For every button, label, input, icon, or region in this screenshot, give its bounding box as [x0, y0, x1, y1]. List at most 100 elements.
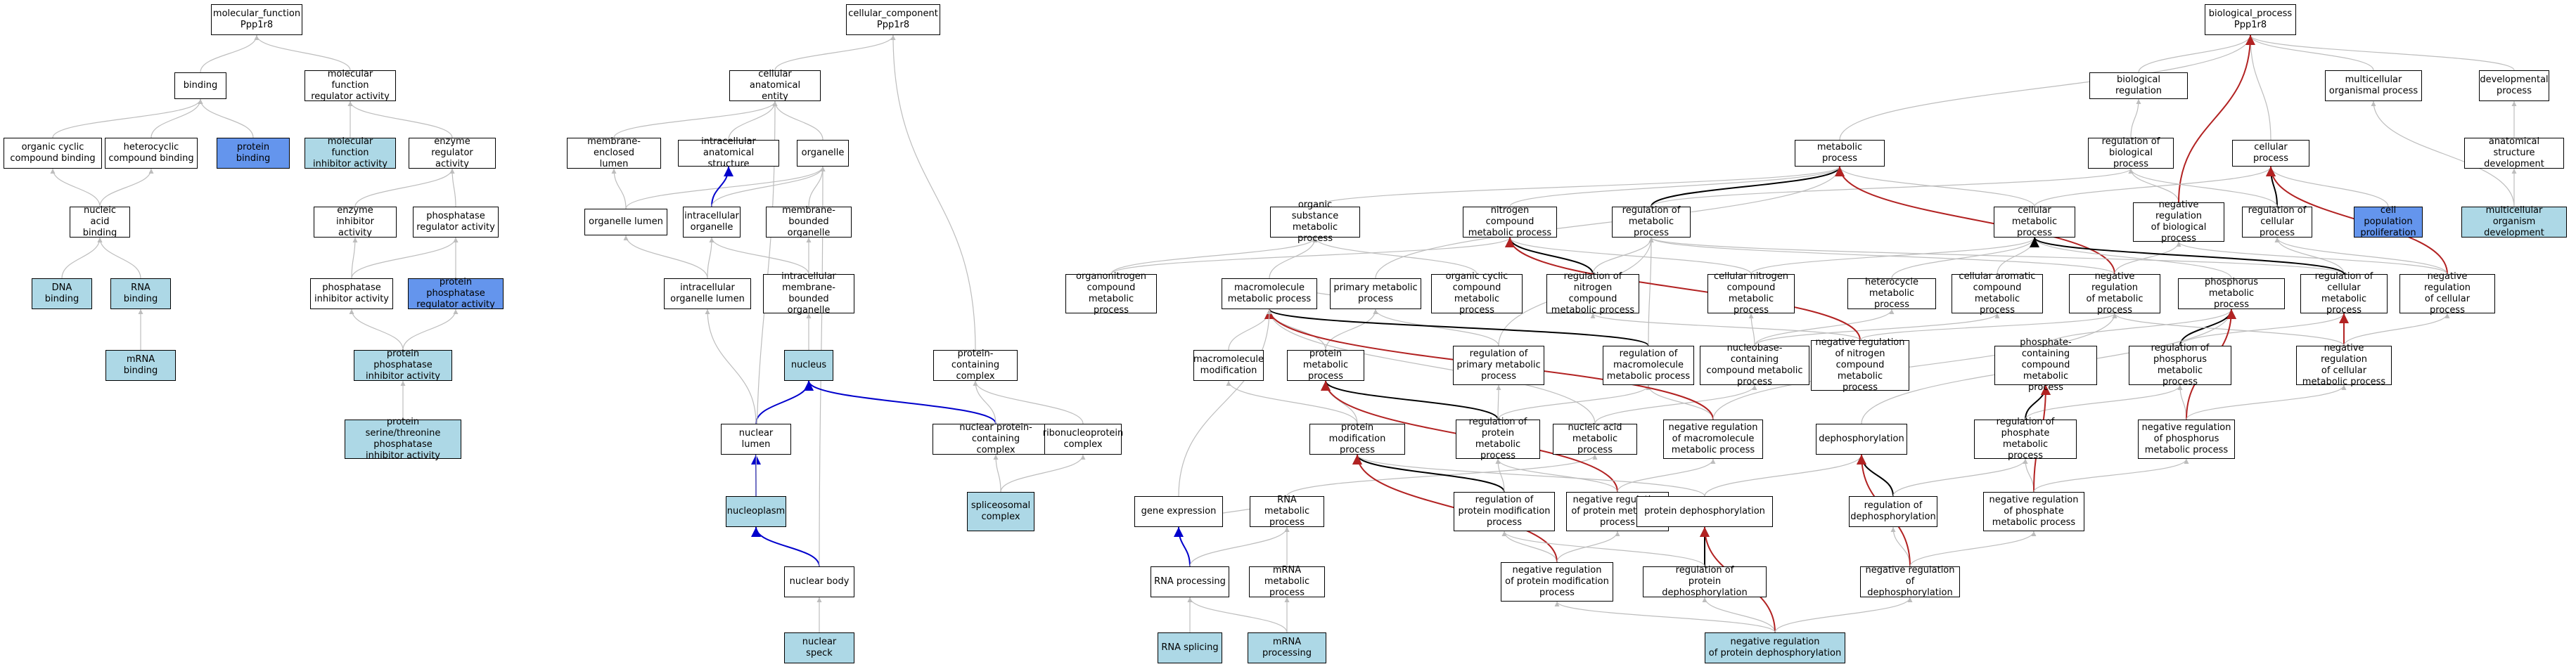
go-term-node-ias[interactable]: intracellular anatomical structure — [678, 136, 779, 169]
go-term-node-mod[interactable]: multicellular organism development — [2461, 205, 2567, 238]
go-term-node-rpmodp[interactable]: regulation of protein modification proce… — [1454, 492, 1555, 531]
go-term-node-dnab[interactable]: DNA binding — [32, 278, 92, 309]
go-term-node-pmp[interactable]: primary metabolic process — [1330, 278, 1421, 309]
go-term-node-osmp[interactable]: organic substance metabolic process — [1270, 200, 1360, 244]
go-term-node-asd[interactable]: anatomical structure development — [2464, 136, 2564, 169]
go-term-node-nrmmp[interactable]: negative regulation of macromolecule met… — [1663, 420, 1763, 459]
go-term-node-nrphosmp[interactable]: negative regulation of phosphate metabol… — [1983, 492, 2084, 531]
go-term-node-dephos[interactable]: dephosphorylation — [1816, 424, 1907, 455]
go-term-node-mrnamp[interactable]: mRNA metabolic process — [1249, 565, 1325, 598]
go-term-node-rpdephos[interactable]: regulation of protein dephosphorylation — [1643, 565, 1767, 598]
go-term-node-iol[interactable]: intracellular organelle lumen — [664, 278, 751, 309]
go-term-node-pmodp[interactable]: protein modification process — [1309, 422, 1405, 455]
edge-nrpdephos-to-nrdephos — [1774, 597, 1913, 633]
go-term-node-mf[interactable]: molecular_function Ppp1r8 — [211, 4, 302, 35]
go-term-node-ppra[interactable]: phosphatase regulator activity — [413, 207, 499, 238]
go-term-node-rphmp[interactable]: regulation of phosphorus metabolic proce… — [2129, 343, 2231, 387]
go-term-node-metab[interactable]: metabolic process — [1795, 140, 1885, 167]
go-term-node-orglum[interactable]: organelle lumen — [584, 209, 667, 235]
go-term-node-cncmp[interactable]: cellular nitrogen compound metabolic pro… — [1707, 271, 1795, 316]
go-term-node-nrphmp[interactable]: negative regulation of phosphorus metabo… — [2138, 420, 2235, 459]
go-term-node-genex[interactable]: gene expression — [1134, 496, 1223, 527]
edge-nrmmp-to-nrmp — [1712, 313, 2117, 420]
go-term-node-rpmp[interactable]: regulation of primary metabolic process — [1453, 346, 1544, 385]
go-term-node-ncmp[interactable]: nitrogen compound metabolic process — [1463, 205, 1557, 238]
go-term-node-eia[interactable]: enzyme inhibitor activity — [314, 205, 397, 238]
go-term-node-nlumen[interactable]: nuclear lumen — [721, 424, 791, 455]
go-term-node-hcb[interactable]: heterocyclic compound binding — [105, 138, 198, 169]
go-term-node-nrpdephos[interactable]: negative regulation of protein dephospho… — [1705, 632, 1845, 663]
go-term-node-cmp[interactable]: cellular metabolic process — [1994, 205, 2075, 238]
go-term-node-pdephos[interactable]: protein dephosphorylation — [1636, 496, 1773, 527]
go-term-node-nab[interactable]: nucleic acid binding — [70, 205, 130, 238]
go-term-node-pcc[interactable]: protein-containing complex — [933, 349, 1018, 382]
go-term-node-cc[interactable]: cellular_component Ppp1r8 — [846, 4, 940, 35]
go-term-node-mrnaproc[interactable]: mRNA processing — [1248, 632, 1326, 663]
go-term-node-nspeck[interactable]: nuclear speck — [784, 632, 854, 663]
go-term-node-mbo[interactable]: membrane-bounded organelle — [766, 205, 852, 238]
go-term-node-pccmp[interactable]: phosphate-containing compound metabolic … — [1994, 337, 2097, 393]
go-term-node-rmp[interactable]: regulation of metabolic process — [1612, 205, 1691, 238]
go-term-node-nrncmp[interactable]: negative regulation of nitrogen compound… — [1811, 337, 1909, 393]
go-term-node-oncmp[interactable]: organonitrogen compound metabolic proces… — [1065, 271, 1157, 316]
go-term-node-pbind[interactable]: protein binding — [217, 138, 290, 169]
go-term-node-binding[interactable]: binding — [174, 72, 226, 99]
go-term-node-nrbp[interactable]: negative regulation of biological proces… — [2133, 200, 2224, 244]
go-term-node-rcp[interactable]: regulation of cellular process — [2242, 205, 2312, 238]
go-term-node-rdephos[interactable]: regulation of dephosphorylation — [1849, 496, 1937, 527]
go-term-node-rphosmp[interactable]: regulation of phosphate metabolic proces… — [1974, 417, 2077, 461]
go-term-node-nucleoplasm[interactable]: nucleoplasm — [726, 496, 786, 527]
go-term-node-namp[interactable]: nucleic acid metabolic process — [1553, 422, 1637, 455]
edge-nrpmodp-to-rpmodp — [1501, 531, 1558, 563]
go-term-node-phmp[interactable]: phosphorus metabolic process — [2178, 277, 2285, 310]
go-term-node-nrdephos[interactable]: negative regulation of dephosphorylation — [1860, 565, 1960, 598]
go-term-node-npcc[interactable]: nuclear protein-containing complex — [933, 422, 1059, 455]
go-term-node-mfra[interactable]: molecular function regulator activity — [305, 69, 396, 102]
go-term-node-bp[interactable]: biological_process Ppp1r8 — [2205, 4, 2296, 35]
go-term-node-breg[interactable]: biological regulation — [2089, 72, 2188, 99]
edge-intorg-to-ias — [711, 166, 733, 207]
go-term-node-cellp[interactable]: cellular process — [2232, 140, 2309, 167]
go-term-node-nbody[interactable]: nuclear body — [784, 566, 854, 597]
go-term-node-rbp[interactable]: regulation of biological process — [2088, 136, 2174, 169]
go-term-node-rprotmp[interactable]: regulation of protein metabolic process — [1456, 417, 1540, 461]
go-term-node-nrcp[interactable]: negative regulation of cellular process — [2399, 271, 2495, 316]
go-term-node-occmp[interactable]: organic cyclic compound metabolic proces… — [1431, 271, 1523, 316]
go-term-node-membl[interactable]: membrane-enclosed lumen — [567, 136, 661, 169]
go-term-node-ppra2[interactable]: protein phosphatase regulator activity — [408, 277, 504, 310]
go-term-node-rnamp[interactable]: RNA metabolic process — [1250, 495, 1324, 528]
go-term-node-enra[interactable]: enzyme regulator activity — [409, 136, 496, 169]
go-term-node-protmp[interactable]: protein metabolic process — [1287, 349, 1364, 382]
go-term-node-mrnab[interactable]: mRNA binding — [105, 350, 176, 381]
go-term-node-organelle[interactable]: organelle — [797, 140, 849, 167]
go-term-node-rncmp[interactable]: regulation of nitrogen compound metaboli… — [1546, 271, 1639, 316]
go-term-node-sc[interactable]: spliceosomal complex — [967, 492, 1034, 531]
go-term-node-hcmp[interactable]: heterocycle metabolic process — [1847, 277, 1936, 310]
go-term-node-nrpmodp[interactable]: negative regulation of protein modificat… — [1501, 562, 1613, 602]
go-term-node-nrmp[interactable]: negative regulation of metabolic process — [2069, 271, 2160, 316]
go-term-node-mop[interactable]: multicellular organismal process — [2325, 70, 2422, 101]
go-term-node-rnpc[interactable]: ribonucleoprotein complex — [1043, 424, 1123, 455]
go-term-node-cpp[interactable]: cell population proliferation — [2354, 205, 2423, 238]
go-term-node-mmmod[interactable]: macromolecule modification — [1193, 350, 1264, 381]
go-term-node-nrcmp[interactable]: negative regulation of cellular metaboli… — [2296, 343, 2392, 387]
go-term-node-imbo[interactable]: intracellular membrane-bounded organelle — [763, 271, 854, 316]
go-term-node-devp[interactable]: developmental process — [2479, 70, 2549, 101]
go-term-node-mfia[interactable]: molecular function inhibitor activity — [305, 136, 396, 169]
go-term-node-pia[interactable]: phosphatase inhibitor activity — [310, 278, 393, 309]
go-term-node-rnaproc[interactable]: RNA processing — [1151, 566, 1229, 597]
go-term-node-nucleus[interactable]: nucleus — [784, 350, 833, 381]
go-term-node-cacmp[interactable]: cellular aromatic compound metabolic pro… — [1952, 271, 2043, 316]
go-term-node-occb[interactable]: organic cyclic compound binding — [4, 138, 102, 169]
go-term-node-pstpia[interactable]: protein serine/threonine phosphatase inh… — [345, 417, 461, 461]
go-term-node-cae[interactable]: cellular anatomical entity — [729, 69, 821, 102]
go-term-node-ppia[interactable]: protein phosphatase inhibitor activity — [354, 349, 452, 382]
go-term-node-rmmp[interactable]: regulation of macromolecule metabolic pr… — [1603, 346, 1694, 385]
go-term-node-intorg[interactable]: intracellular organelle — [683, 207, 741, 238]
go-term-node-macmp[interactable]: macromolecule metabolic process — [1222, 278, 1317, 309]
go-term-node-rnab[interactable]: RNA binding — [110, 278, 171, 309]
edge-nbcmp-to-cncmp — [1748, 313, 1755, 346]
go-term-node-rcmp[interactable]: regulation of cellular metabolic process — [2300, 271, 2388, 316]
go-term-node-rnasplice[interactable]: RNA splicing — [1158, 632, 1222, 663]
go-term-node-nbcmp[interactable]: nucleobase-containing compound metabolic… — [1700, 343, 1809, 387]
